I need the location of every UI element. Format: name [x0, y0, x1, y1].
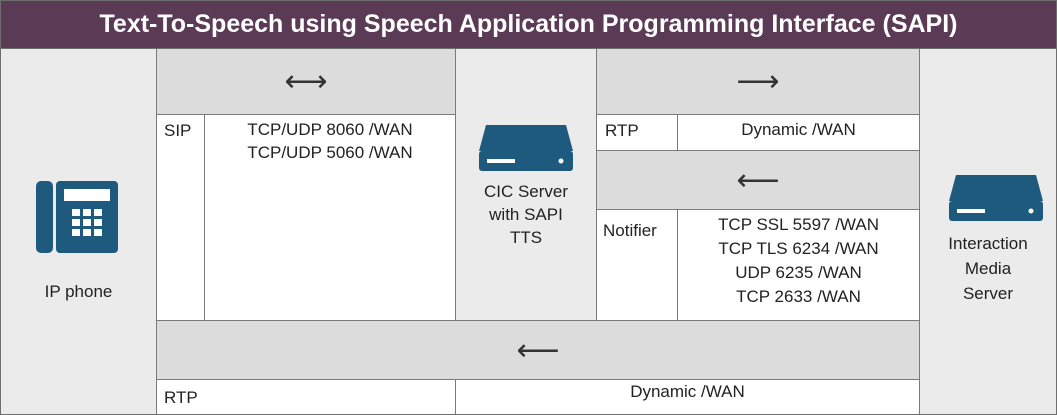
sip-port-1: TCP/UDP 8060 /WAN	[247, 120, 413, 139]
sip-ports-cell	[205, 115, 455, 320]
cic-server-label-line-3: TTS	[509, 228, 543, 247]
rtp-bottom-port: Dynamic /WAN	[630, 382, 745, 401]
cic-server-label-line-1: CIC Server	[483, 182, 569, 201]
rtp-top-ports-cell	[678, 115, 919, 150]
media-server-label-line-3: Server	[962, 284, 1014, 303]
notifier-port-2: TCP TLS 6234 /WAN	[718, 239, 879, 258]
notifier-port-1: TCP SSL 5597 /WAN	[718, 215, 879, 234]
notifier-ports-cell	[678, 210, 919, 320]
notifier-port-4: TCP 2633 /WAN	[736, 287, 861, 306]
notifier-arrow-band	[597, 151, 919, 209]
rtp-bottom-arrow-band	[157, 321, 919, 379]
media-server-label-line-1: Interaction	[948, 234, 1028, 253]
rtp-top-port: Dynamic /WAN	[741, 120, 856, 139]
left-arrow: ⟵	[516, 332, 560, 368]
rtp-top-arrow-band	[597, 49, 919, 114]
left-arrow: ⟵	[736, 162, 780, 198]
server-icon	[949, 175, 1043, 221]
bidirectional-arrow: ⟷	[284, 64, 328, 99]
sip-arrow-band	[157, 49, 455, 114]
rtp-top-protocol-cell	[597, 115, 677, 150]
ip-phone-icon	[36, 181, 118, 253]
sip-protocol-label: SIP	[164, 121, 192, 140]
rtp-bottom-ports-cell	[456, 380, 919, 414]
server-icon	[479, 125, 573, 171]
notifier-protocol-label: Notifier	[603, 221, 657, 240]
rtp-bottom-protocol-cell	[157, 380, 455, 414]
cic-server-cell	[456, 49, 596, 320]
media-server-cell	[920, 49, 1056, 414]
media-server-label-line-2: Media	[964, 259, 1012, 278]
cic-server-label-line-2: with SAPI	[489, 205, 563, 224]
notifier-protocol-cell	[597, 210, 677, 320]
rtp-top-protocol-label: RTP	[605, 121, 639, 140]
notifier-port-3: UDP 6235 /WAN	[735, 263, 862, 282]
rtp-bottom-protocol-label: RTP	[164, 388, 198, 407]
right-arrow: ⟶	[736, 64, 780, 99]
sip-protocol-cell	[157, 115, 204, 320]
ip-phone-label: IP phone	[44, 282, 113, 301]
sip-port-2: TCP/UDP 5060 /WAN	[247, 143, 413, 162]
diagram-title: Text-To-Speech using Speech Application …	[1, 1, 1056, 49]
